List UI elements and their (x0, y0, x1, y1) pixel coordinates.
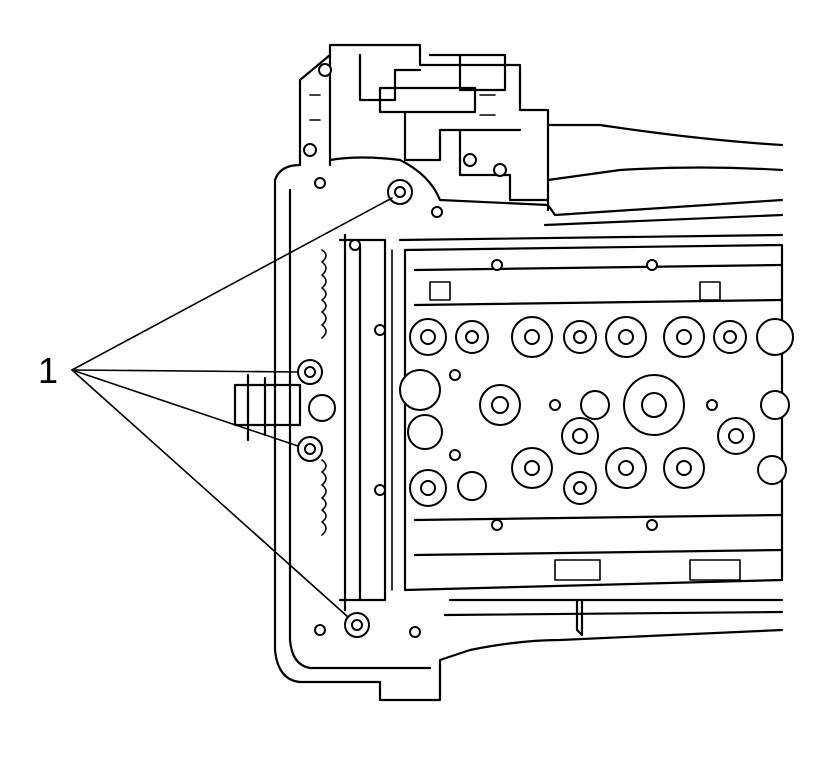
callout-bolt-bottom (344, 612, 370, 638)
tensioner (233, 373, 336, 442)
head-outline (273, 156, 784, 702)
callout-bolts (297, 179, 413, 638)
leader-line-top (71, 197, 393, 371)
head-bolts (314, 177, 718, 638)
valve-bores-lower (409, 417, 787, 507)
leader-lines (71, 197, 393, 618)
callout-bolt-top (387, 179, 413, 205)
leader-line-lower-mid (71, 369, 299, 447)
leader-line-bottom (71, 369, 349, 618)
callout-bolt-upper-mid (297, 359, 323, 385)
cam-bearing-area (403, 243, 784, 637)
callout-bolt-lower-mid (297, 436, 323, 462)
valve-bores-upper (409, 316, 794, 358)
upper-housing (298, 43, 784, 212)
cam-journals (399, 369, 790, 450)
leader-line-upper-mid (71, 369, 299, 373)
timing-chain (321, 233, 393, 612)
callout-label-1: 1 (38, 350, 58, 391)
